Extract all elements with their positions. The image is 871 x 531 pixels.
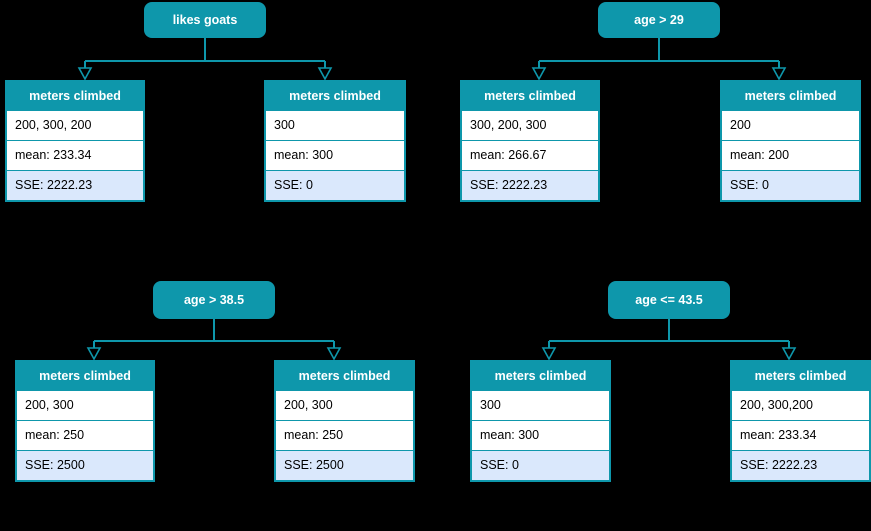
leaf-table-header: meters climbed bbox=[7, 82, 143, 110]
mean-row: mean: 233.34 bbox=[732, 420, 869, 450]
values-row: 300 bbox=[472, 390, 609, 420]
connector-arrowhead-icon bbox=[541, 347, 557, 361]
leaf-table: meters climbed 200, 300 mean: 250 SSE: 2… bbox=[15, 360, 155, 482]
mean-row: mean: 233.34 bbox=[7, 140, 143, 170]
sse-row: SSE: 2222.23 bbox=[462, 170, 598, 200]
connector-arrowhead-icon bbox=[86, 347, 102, 361]
leaf-table-header: meters climbed bbox=[266, 82, 404, 110]
connector-line bbox=[93, 319, 335, 348]
sse-row: SSE: 2222.23 bbox=[732, 450, 869, 480]
leaf-table-header: meters climbed bbox=[462, 82, 598, 110]
leaf-table: meters climbed 300 mean: 300 SSE: 0 bbox=[470, 360, 611, 482]
connector-arrowhead-icon bbox=[531, 67, 547, 81]
leaf-table-header: meters climbed bbox=[17, 362, 153, 390]
connector-line bbox=[84, 38, 326, 68]
connector-arrowhead-icon bbox=[317, 67, 333, 81]
decision-node-age-29: age > 29 bbox=[598, 2, 720, 38]
sse-row: SSE: 2500 bbox=[17, 450, 153, 480]
leaf-table: meters climbed 200, 300, 200 mean: 233.3… bbox=[5, 80, 145, 202]
connector-arrowhead-icon bbox=[781, 347, 797, 361]
values-row: 300 bbox=[266, 110, 404, 140]
leaf-table: meters climbed 200, 300 mean: 250 SSE: 2… bbox=[274, 360, 415, 482]
connector-line bbox=[548, 319, 790, 348]
mean-row: mean: 250 bbox=[17, 420, 153, 450]
leaf-table-header: meters climbed bbox=[472, 362, 609, 390]
leaf-table: meters climbed 300 mean: 300 SSE: 0 bbox=[264, 80, 406, 202]
leaf-table-header: meters climbed bbox=[722, 82, 859, 110]
leaf-table-header: meters climbed bbox=[732, 362, 869, 390]
decision-node-age-38-5: age > 38.5 bbox=[153, 281, 275, 319]
connector-arrowhead-icon bbox=[771, 67, 787, 81]
mean-row: mean: 250 bbox=[276, 420, 413, 450]
decision-node-likes-goats: likes goats bbox=[144, 2, 266, 38]
mean-row: mean: 200 bbox=[722, 140, 859, 170]
mean-row: mean: 300 bbox=[266, 140, 404, 170]
decision-node-age-43-5: age <= 43.5 bbox=[608, 281, 730, 319]
connector-arrowhead-icon bbox=[77, 67, 93, 81]
values-row: 200, 300 bbox=[17, 390, 153, 420]
values-row: 200, 300 bbox=[276, 390, 413, 420]
leaf-table: meters climbed 200, 300,200 mean: 233.34… bbox=[730, 360, 871, 482]
leaf-table: meters climbed 200 mean: 200 SSE: 0 bbox=[720, 80, 861, 202]
connector-arrowhead-icon bbox=[326, 347, 342, 361]
mean-row: mean: 300 bbox=[472, 420, 609, 450]
sse-row: SSE: 2500 bbox=[276, 450, 413, 480]
sse-row: SSE: 0 bbox=[472, 450, 609, 480]
sse-row: SSE: 0 bbox=[722, 170, 859, 200]
mean-row: mean: 266.67 bbox=[462, 140, 598, 170]
sse-row: SSE: 2222.23 bbox=[7, 170, 143, 200]
values-row: 200 bbox=[722, 110, 859, 140]
values-row: 200, 300, 200 bbox=[7, 110, 143, 140]
sse-row: SSE: 0 bbox=[266, 170, 404, 200]
values-row: 200, 300,200 bbox=[732, 390, 869, 420]
values-row: 300, 200, 300 bbox=[462, 110, 598, 140]
leaf-table: meters climbed 300, 200, 300 mean: 266.6… bbox=[460, 80, 600, 202]
leaf-table-header: meters climbed bbox=[276, 362, 413, 390]
connector-line bbox=[538, 38, 780, 68]
